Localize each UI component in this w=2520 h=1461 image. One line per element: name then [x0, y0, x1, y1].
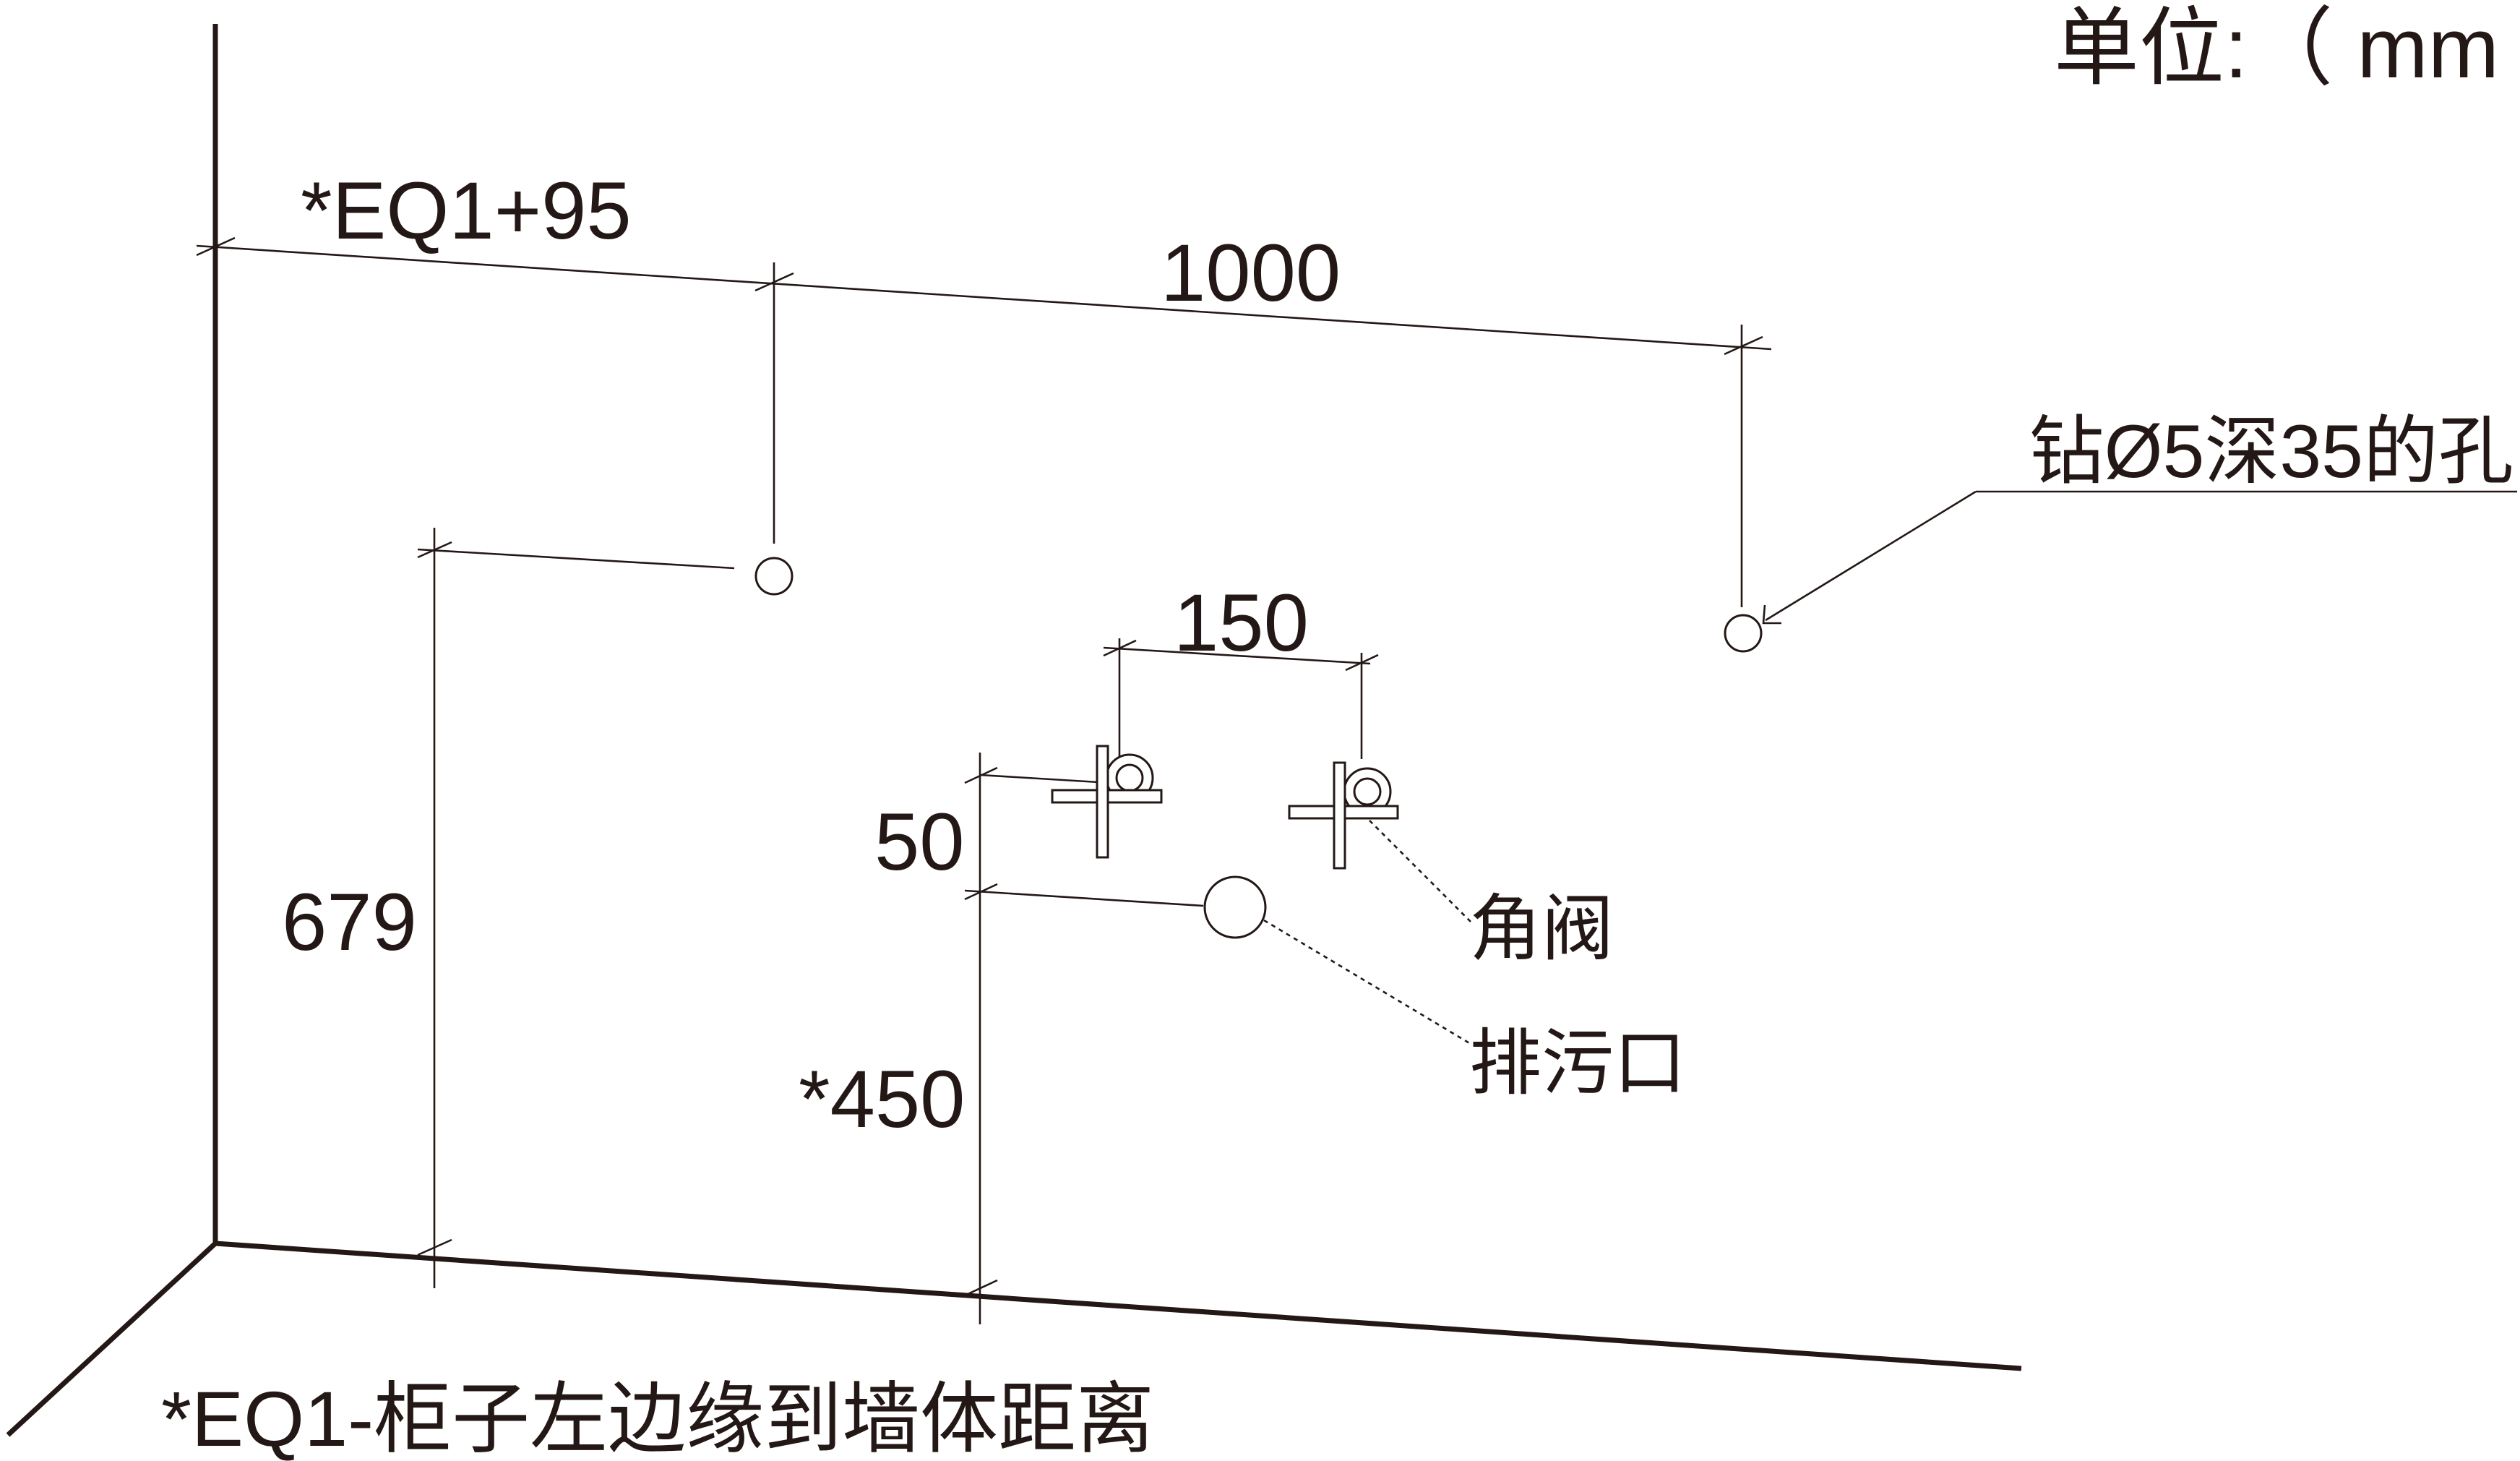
drain-height-label: *450	[799, 1054, 965, 1144]
angle-valve-callout: 角阀	[1469, 888, 1614, 969]
drain-outlet-callout: 排污口	[1469, 1023, 1686, 1104]
valve-spacing-dimension	[1103, 638, 1379, 776]
wall-outline	[6, 24, 2022, 1437]
height-dimension-679	[417, 528, 735, 1288]
left-angle-valve	[1051, 745, 1163, 859]
eq1-footnote: *EQ1-柜子左边缘到墙体距离	[161, 1375, 1154, 1461]
left-mounting-hole	[754, 557, 794, 596]
hole-height-label: 679	[282, 877, 417, 967]
right-mounting-hole	[1724, 614, 1763, 653]
height-dimension-450	[964, 753, 1204, 1324]
valve-above-drain-label: 50	[874, 797, 965, 887]
eq1-offset-label: *EQ1+95	[301, 166, 632, 256]
hole-extension-lines	[773, 262, 1743, 607]
drain-outlet	[1203, 875, 1267, 939]
valve-spacing-label: 150	[1174, 578, 1309, 668]
units-label: 单位:（ mm	[2054, 1, 2499, 96]
callout-leaders	[1263, 490, 2517, 1045]
right-angle-valve	[1288, 761, 1399, 870]
drill-hole-callout: 钻Ø5深35的孔	[2029, 410, 2513, 494]
hole-spacing-label: 1000	[1161, 228, 1341, 318]
